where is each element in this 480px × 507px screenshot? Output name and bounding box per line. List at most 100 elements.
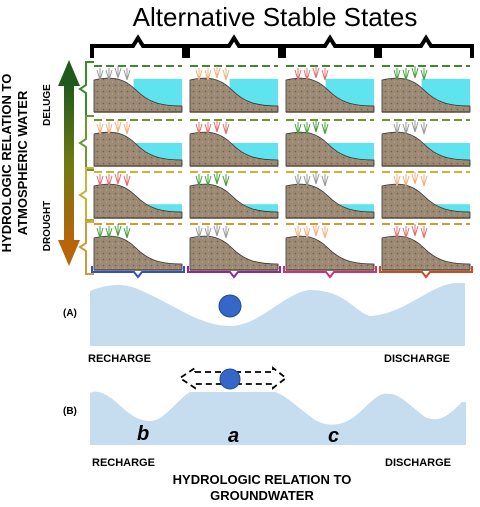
panel-b-label: (B) — [63, 406, 77, 417]
cell-vegetation — [114, 172, 122, 185]
cell-vegetation — [96, 226, 104, 239]
cell-soil-slope — [381, 131, 471, 167]
cell-vegetation — [321, 226, 329, 239]
top-column-braces — [90, 34, 474, 58]
vertical-axis-label-line2: ATMOSPHERIC WATER — [15, 90, 30, 235]
cell-vegetation — [114, 224, 122, 237]
cell-vegetation — [105, 226, 113, 239]
cell-vegetation — [204, 226, 212, 239]
panel-a: (A) RECHARGE DISCHARGE — [63, 283, 465, 365]
cell-vegetation — [393, 122, 401, 135]
cell-vegetation — [294, 226, 302, 239]
bottom-column-braces — [91, 266, 473, 279]
horizontal-axis-label-line2: GROUNDWATER — [210, 488, 314, 503]
cell-r3-c4 — [381, 171, 471, 219]
cell-soil-slope — [285, 235, 375, 271]
cell-soil-slope — [93, 235, 183, 271]
cell-r2-c2 — [189, 119, 279, 167]
cell-vegetation — [222, 174, 230, 187]
cell-r2-c1 — [93, 119, 183, 167]
cell-vegetation — [195, 174, 203, 187]
cell-vegetation — [420, 226, 428, 239]
row-bracket-2 — [78, 115, 94, 171]
cell-vegetation — [402, 174, 410, 187]
cell-r2-c4 — [381, 119, 471, 167]
cell-vegetation — [123, 122, 131, 135]
cell-vegetation — [312, 66, 320, 79]
cell-vegetation — [105, 68, 113, 81]
cell-r3-c1 — [93, 171, 183, 219]
bottom-brace-4 — [379, 266, 473, 279]
cell-vegetation — [402, 68, 410, 81]
cell-vegetation — [411, 66, 419, 79]
cell-vegetation — [204, 174, 212, 187]
figure-title: Alternative Stable States — [133, 2, 418, 32]
cell-vegetation — [411, 120, 419, 133]
cell-vegetation — [213, 172, 221, 185]
cell-r3-c2 — [189, 171, 279, 219]
bottom-brace-2 — [187, 266, 281, 279]
cell-vegetation — [420, 68, 428, 81]
cell-vegetation — [195, 226, 203, 239]
cell-vegetation — [222, 226, 230, 239]
panel-b-recharge-label: RECHARGE — [92, 457, 155, 469]
cell-r1-c2 — [189, 65, 279, 113]
basin-label-c: c — [328, 425, 339, 447]
cell-vegetation — [204, 122, 212, 135]
row-brackets — [78, 61, 94, 275]
cell-r4-c2 — [189, 223, 279, 271]
cell-vegetation — [213, 120, 221, 133]
cell-soil-slope — [189, 131, 279, 167]
cell-vegetation — [312, 172, 320, 185]
cell-soil-slope — [189, 183, 279, 219]
cell-vegetation — [96, 122, 104, 135]
panel-b: (B) b a c RECHARGE DISCHARGE — [63, 366, 466, 469]
cell-vegetation — [402, 122, 410, 135]
cell-vegetation — [213, 224, 221, 237]
top-brace-2 — [186, 34, 282, 58]
cell-soil-slope — [285, 183, 375, 219]
cell-vegetation — [321, 68, 329, 81]
top-brace-1 — [90, 34, 186, 58]
cell-vegetation — [393, 226, 401, 239]
state-cells-grid — [93, 65, 471, 271]
cell-r3-c3 — [285, 171, 375, 219]
cell-vegetation — [123, 174, 131, 187]
cell-vegetation — [222, 122, 230, 135]
bottom-brace-3 — [283, 266, 377, 279]
panel-b-discharge-label: DISCHARGE — [385, 457, 451, 469]
cell-soil-slope — [93, 77, 183, 113]
double-headed-dashed-arrow — [178, 366, 288, 390]
panel-a-label: (A) — [63, 308, 77, 319]
cell-r4-c1 — [93, 223, 183, 271]
cell-vegetation — [105, 122, 113, 135]
row-bracket-3 — [78, 167, 94, 223]
drought-label: DROUGHT — [42, 201, 53, 252]
cell-vegetation — [123, 68, 131, 81]
cell-vegetation — [294, 174, 302, 187]
deluge-drought-arrow — [58, 60, 80, 266]
cell-vegetation — [411, 172, 419, 185]
cell-vegetation — [321, 122, 329, 135]
cell-vegetation — [114, 66, 122, 79]
cell-vegetation — [204, 68, 212, 81]
deluge-label: DELUGE — [42, 84, 53, 126]
vertical-axis-label-line1: HYDROLOGIC RELATION TO — [0, 74, 14, 253]
cell-r1-c4 — [381, 65, 471, 113]
cell-r1-c3 — [285, 65, 375, 113]
cell-vegetation — [294, 68, 302, 81]
cell-vegetation — [213, 66, 221, 79]
panel-a-ball — [218, 294, 242, 318]
horizontal-axis-label-line1: HYDROLOGIC RELATION TO — [173, 472, 352, 487]
cell-r4-c4 — [381, 223, 471, 271]
panel-a-discharge-label: DISCHARGE — [384, 353, 450, 365]
cell-vegetation — [114, 120, 122, 133]
cell-vegetation — [312, 120, 320, 133]
panel-a-landscape — [90, 283, 465, 346]
basin-label-b: b — [137, 423, 149, 445]
cell-soil-slope — [189, 235, 279, 271]
cell-vegetation — [96, 174, 104, 187]
cell-r1-c1 — [93, 65, 183, 113]
cell-soil-slope — [381, 235, 471, 271]
